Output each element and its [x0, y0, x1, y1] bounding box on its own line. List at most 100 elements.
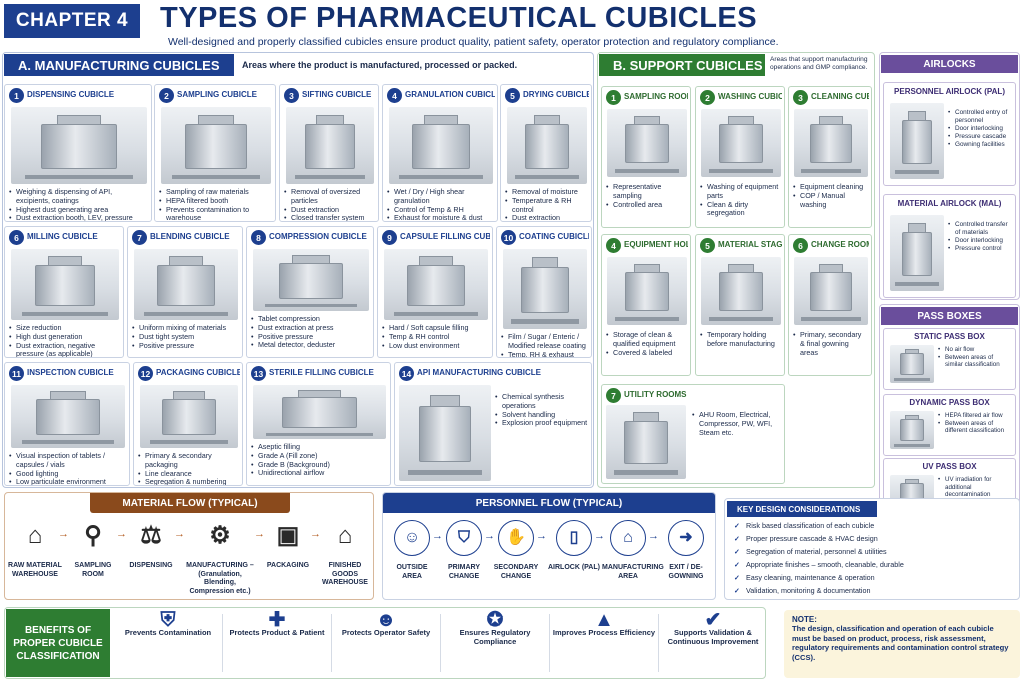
passbox-bullets: HEPA filtered air flowBetween areas of d…: [938, 412, 1012, 435]
material-flow-step: ⌂RAW MATERIAL WAREHOUSE: [8, 518, 62, 579]
card-title: WASHING CUBICLE: [718, 92, 782, 101]
passbox-title: UV PASS BOX: [922, 462, 977, 471]
equipment-image: [253, 385, 386, 439]
key-design-item: Validation, monitoring & documentation: [734, 586, 871, 595]
material-flow-heading: MATERIAL FLOW (TYPICAL): [90, 493, 290, 513]
passbox-title: DYNAMIC PASS BOX: [909, 398, 990, 407]
equipment-shape: [24, 174, 134, 180]
card-bullets: Washing of equipment partsClean & dirty …: [700, 182, 781, 219]
card-bullets: Size reductionHigh dust generationDust e…: [9, 323, 120, 357]
equipment-shape: [264, 303, 358, 308]
bullet-item: Clean & dirty segregation: [700, 200, 781, 219]
card-title: CHANGE ROOMS: [811, 240, 869, 249]
card-title: CLEANING CUBICLE: [811, 92, 869, 101]
benefits-heading: BENEFITS OF PROPER CUBICLE CLASSIFICATIO…: [6, 609, 110, 677]
material-flow-label: DISPENSING: [129, 562, 173, 569]
benefit-item: ☻Protects Operator Safety: [334, 610, 438, 637]
bullet-item: Temperature & RH control: [505, 196, 588, 215]
card-title: DISPENSING CUBICLE: [27, 90, 115, 99]
benefit-label: Supports Validation & Continuous Improve…: [667, 628, 759, 646]
benefit-item: ⛨Prevents Contamination: [116, 610, 220, 637]
equipment-image: [11, 249, 119, 320]
equipment-image: [384, 249, 488, 320]
benefit-divider: [658, 614, 659, 672]
card-number: 6: [9, 230, 24, 245]
bullet-item: Covered & labeled: [606, 348, 687, 358]
note-box: NOTE: The design, classification and ope…: [784, 610, 1020, 678]
card-bullets: Weighing & dispensing of API, excipients…: [9, 187, 148, 221]
badge-icon: ✪: [486, 609, 504, 631]
personnel-flow-label: MANUFACTURING AREA: [602, 564, 664, 580]
personnel-flow-step: ⛉PRIMARY CHANGE: [438, 520, 490, 581]
card-title: GRANULATION CUBICLE: [405, 90, 495, 99]
bullet-item: Control of Temp & RH: [387, 205, 494, 215]
card-number: 5: [700, 238, 715, 253]
bullet-item: Solvent handling: [495, 410, 588, 420]
support-heading: B. SUPPORT CUBICLES: [599, 54, 765, 76]
flow-arrow-icon: →: [432, 530, 443, 542]
bullet-item: Dust extraction booth, LEV, pressure con…: [9, 214, 148, 221]
equipment-shape: [161, 398, 217, 436]
benefit-item: ✚Protects Product & Patient: [225, 610, 329, 637]
bullet-item: Washing of equipment parts: [700, 182, 781, 201]
key-design-item: Segregation of material, personnel & uti…: [734, 547, 887, 556]
benefit-divider: [222, 614, 223, 672]
equipment-shape: [36, 398, 100, 436]
flow-arrow-icon: →: [536, 530, 547, 542]
bullet-item: Tablet compression: [251, 314, 370, 324]
equipment-image: [399, 385, 491, 481]
bullet-item: Between areas of different classificatio…: [938, 420, 1012, 435]
equipment-shape: [399, 174, 483, 180]
equipment-shape: [624, 271, 670, 312]
airlock-bullets: Controlled transfer of materialsDoor int…: [948, 221, 1012, 253]
bullet-item: Line clearance: [138, 469, 239, 479]
benefit-label: Protects Operator Safety: [341, 628, 431, 637]
equipment-shape: [278, 262, 344, 299]
bullet-item: Pressure control: [948, 245, 1012, 253]
equipment-shape: [406, 264, 466, 306]
card-bullets: Sampling of raw materialsHEPA filtered b…: [159, 187, 272, 221]
equipment-shape: [305, 123, 355, 169]
equipment-shape: [615, 316, 679, 321]
chapter-badge: CHAPTER 4: [4, 4, 140, 38]
exit-icon: ➜: [668, 520, 704, 556]
card-bullets: Primary, secondary & final gowning areas: [793, 330, 868, 357]
equipment-image: [701, 257, 781, 325]
note-text: The design, classification and operation…: [792, 624, 1009, 662]
bullet-item: Controlled transfer of materials: [948, 221, 1012, 237]
bullet-item: Positive pressure: [132, 341, 239, 351]
bullet-item: HEPA filtered booth: [159, 196, 272, 206]
card-bullets: Hard / Soft capsule fillingTemp & RH con…: [382, 323, 489, 350]
bullet-item: HEPA filtered air flow: [938, 412, 1012, 420]
card-bullets: Storage of clean & qualified equipmentCo…: [606, 330, 687, 358]
flow-arrow-icon: →: [648, 530, 659, 542]
equipment-shape: [810, 271, 852, 312]
card-bullets: Uniform mixing of materialsDust tight sy…: [132, 323, 239, 351]
card-number: 13: [251, 366, 266, 381]
material-flow-step: ⚙MANUFACTURING – (Granulation, Blending,…: [182, 518, 258, 596]
equipment-shape: [801, 168, 861, 173]
benefit-item: ✔Supports Validation & Continuous Improv…: [661, 610, 765, 646]
material-flow-label: SAMPLING ROOM: [74, 562, 112, 578]
card-bullets: Tablet compressionDust extraction at pre…: [251, 314, 370, 350]
bullet-item: Primary & secondary packaging: [138, 451, 239, 470]
card-number: 6: [793, 238, 808, 253]
airlock-card: PERSONNEL AIRLOCK (PAL)Controlled entry …: [883, 82, 1016, 186]
packaging-icon: ▣: [276, 522, 300, 549]
equipment-shape: [615, 168, 679, 173]
bullet-item: Metal detector, deduster: [251, 341, 370, 350]
coat-icon: ⛉: [446, 520, 482, 556]
bullet-item: Dust extraction: [505, 214, 588, 221]
benefit-label: Ensures Regulatory Compliance: [459, 628, 531, 646]
card-title: API MANUFACTURING CUBICLE: [417, 368, 541, 377]
material-flow-label: MANUFACTURING – (Granulation, Blending, …: [186, 562, 254, 595]
sampling-icon: ⚲: [84, 522, 102, 549]
card-number: 12: [138, 366, 153, 381]
bullet-item: Positive pressure: [251, 332, 370, 342]
